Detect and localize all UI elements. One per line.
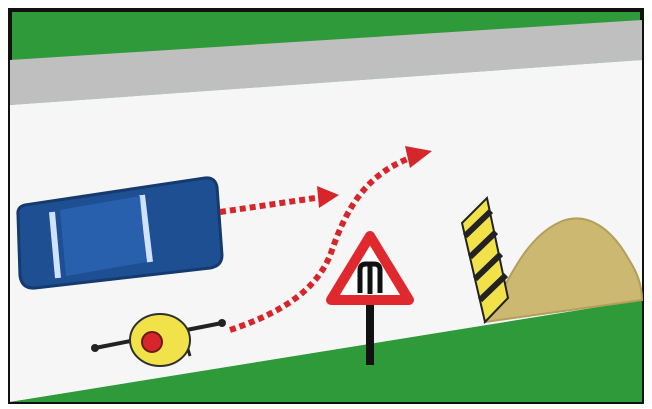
cyclist-head [142, 332, 162, 352]
